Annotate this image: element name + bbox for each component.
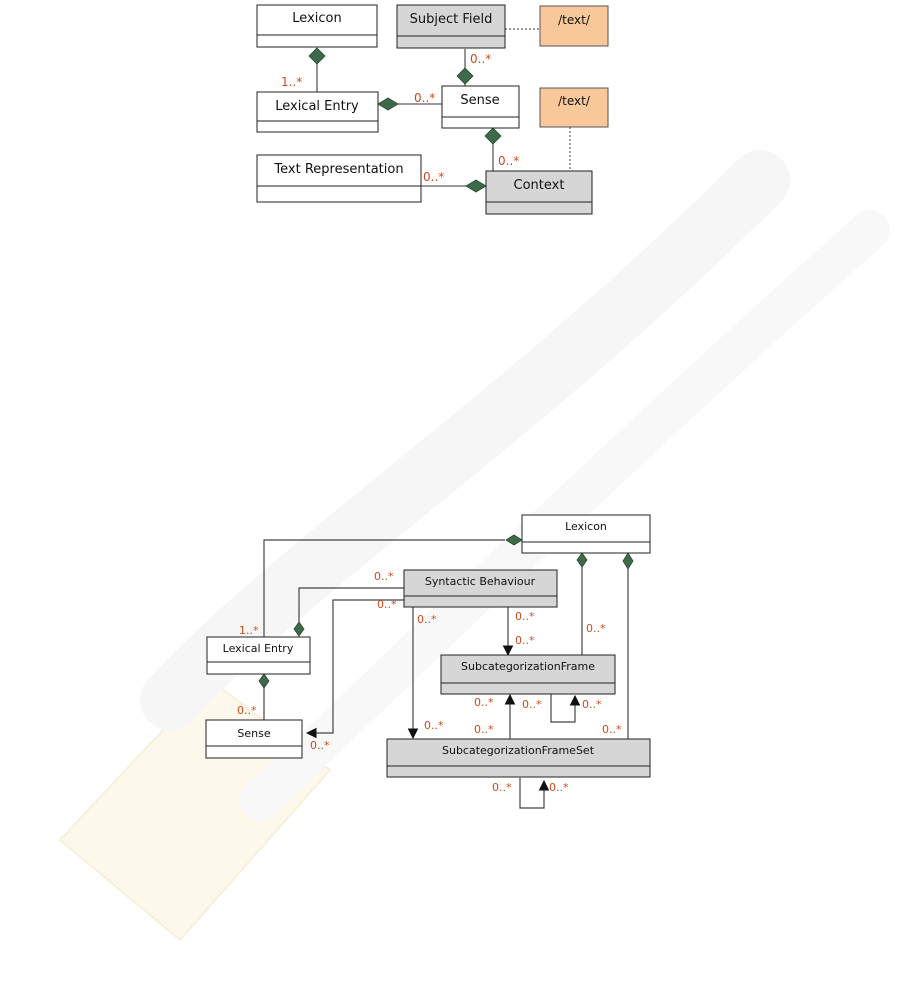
class-context-label: Context bbox=[514, 178, 565, 193]
class-lexical-entry-label: Lexical Entry bbox=[275, 99, 359, 114]
composition-diamond-icon bbox=[485, 128, 501, 144]
class-subcategorization-frame-label: SubcategorizationFrame bbox=[461, 660, 595, 673]
note-subject-field[interactable]: /text/ bbox=[540, 6, 608, 46]
multiplicity-label: 0..* bbox=[515, 610, 535, 623]
note-subject-text: /text/ bbox=[558, 13, 591, 27]
class-lexical-entry[interactable]: Lexical Entry bbox=[257, 92, 378, 132]
multiplicity-label: 0..* bbox=[474, 723, 494, 736]
frameset-self-loop bbox=[520, 778, 544, 808]
class-sense[interactable]: Sense bbox=[442, 86, 519, 128]
multiplicity-label: 0..* bbox=[549, 781, 569, 794]
frame-self-loop bbox=[551, 694, 575, 722]
class-subject-field-label: Subject Field bbox=[410, 12, 493, 27]
composition-diamond-icon bbox=[378, 98, 398, 110]
top-class-diagram: Lexicon Subject Field /text/ Lexical Ent… bbox=[257, 5, 608, 214]
multiplicity-label: 0..* bbox=[492, 781, 512, 794]
class-lexicon[interactable]: Lexicon bbox=[257, 5, 377, 47]
class-sense[interactable]: Sense bbox=[206, 720, 302, 758]
class-subcategorization-frame-set-label: SubcategorizationFrameSet bbox=[442, 744, 595, 757]
multiplicity-label: 1..* bbox=[281, 75, 302, 89]
multiplicity-label: 0..* bbox=[414, 91, 435, 105]
multiplicity-label: 0..* bbox=[417, 613, 437, 626]
class-syntactic-behaviour-label: Syntactic Behaviour bbox=[425, 575, 536, 588]
class-subcategorization-frame-set[interactable]: SubcategorizationFrameSet bbox=[387, 739, 650, 777]
composition-diamond-icon bbox=[309, 48, 325, 64]
watermark bbox=[60, 180, 870, 940]
class-text-representation[interactable]: Text Representation bbox=[257, 155, 421, 202]
class-lexical-entry[interactable]: Lexical Entry bbox=[207, 637, 310, 674]
class-lexical-entry-label: Lexical Entry bbox=[223, 642, 294, 655]
multiplicity-label: 1..* bbox=[239, 624, 259, 637]
multiplicity-label: 0..* bbox=[237, 704, 257, 717]
class-text-representation-label: Text Representation bbox=[273, 162, 403, 177]
note-context[interactable]: /text/ bbox=[540, 88, 608, 127]
class-subject-field[interactable]: Subject Field bbox=[397, 5, 505, 48]
composition-diamond-icon bbox=[466, 180, 486, 192]
multiplicity-label: 0..* bbox=[602, 723, 622, 736]
composition-diamond-icon bbox=[457, 68, 473, 84]
class-subcategorization-frame[interactable]: SubcategorizationFrame bbox=[441, 655, 615, 694]
note-context-text: /text/ bbox=[558, 94, 591, 108]
multiplicity-label: 0..* bbox=[423, 170, 444, 184]
class-lexicon-label: Lexicon bbox=[292, 11, 341, 26]
multiplicity-label: 0..* bbox=[582, 698, 602, 711]
multiplicity-label: 0..* bbox=[522, 698, 542, 711]
multiplicity-label: 0..* bbox=[377, 598, 397, 611]
class-context[interactable]: Context bbox=[486, 171, 592, 214]
class-syntactic-behaviour[interactable]: Syntactic Behaviour bbox=[404, 570, 557, 607]
multiplicity-label: 0..* bbox=[515, 634, 535, 647]
multiplicity-label: 0..* bbox=[310, 739, 330, 752]
class-lexicon-label: Lexicon bbox=[565, 520, 607, 533]
composition-diamond-icon bbox=[259, 674, 269, 688]
multiplicity-label: 0..* bbox=[474, 696, 494, 709]
class-sense-label: Sense bbox=[460, 93, 499, 108]
multiplicity-label: 0..* bbox=[424, 719, 444, 732]
composition-diamond-icon bbox=[294, 622, 304, 636]
composition-diamond-icon bbox=[577, 553, 587, 567]
class-sense-label: Sense bbox=[237, 727, 270, 740]
multiplicity-label: 0..* bbox=[374, 570, 394, 583]
multiplicity-label: 0..* bbox=[470, 52, 491, 66]
class-lexicon[interactable]: Lexicon bbox=[522, 515, 650, 553]
multiplicity-label: 0..* bbox=[498, 154, 519, 168]
composition-diamond-icon bbox=[623, 553, 633, 569]
multiplicity-label: 0..* bbox=[586, 622, 606, 635]
